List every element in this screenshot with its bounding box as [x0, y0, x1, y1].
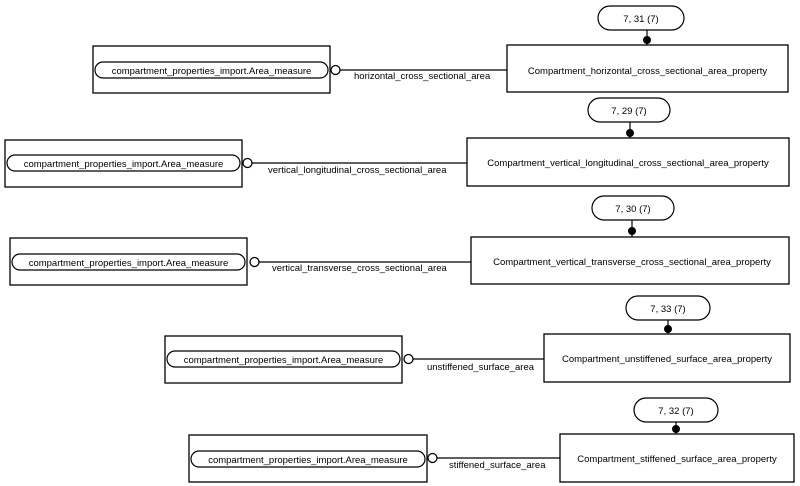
target-entity-label: Compartment_unstiffened_surface_area_pro… — [562, 354, 772, 365]
relation-vertical-transverse-cross-sectional-area: compartment_properties_import.Area_measu… — [9, 195, 790, 286]
target-entity-box[interactable] — [470, 236, 790, 285]
target-entity-label: Compartment_horizontal_cross_sectional_a… — [528, 66, 767, 77]
relation-end-circle — [427, 452, 438, 464]
page-reference-connector-dot — [628, 227, 636, 235]
target-entity-label: Compartment_vertical_transverse_cross_se… — [493, 257, 771, 268]
relation-horizontal-cross-sectional-area: compartment_properties_import.Area_measu… — [92, 5, 789, 94]
target-entity-box[interactable] — [466, 137, 790, 187]
source-type-label: compartment_properties_import.Area_measu… — [208, 455, 408, 466]
page-reference-connector-dot — [643, 36, 651, 44]
page-reference-connector-dot — [672, 425, 680, 433]
target-entity-label: Compartment_vertical_longitudinal_cross_… — [487, 158, 769, 169]
relation-end-circle — [249, 256, 260, 268]
source-type-label-pill — [6, 154, 241, 172]
target-entity-box[interactable] — [506, 44, 789, 93]
attribute-label: horizontal_cross_sectional_area — [354, 71, 491, 82]
relation-end-circle — [403, 353, 414, 365]
page-reference-label: 7, 33 (7) — [650, 304, 685, 315]
target-entity-label: Compartment_stiffened_surface_area_prope… — [577, 454, 777, 465]
page-reference-label: 7, 30 (7) — [615, 204, 650, 215]
source-type-label-pill — [190, 450, 426, 468]
page-reference-label: 7, 31 (7) — [623, 14, 658, 25]
attribute-label: vertical_longitudinal_cross_sectional_ar… — [268, 165, 447, 176]
relation-unstiffened-surface-area: compartment_properties_import.Area_measu… — [164, 295, 791, 384]
attribute-label: unstiffened_surface_area — [427, 362, 535, 373]
page-reference-label: 7, 29 (7) — [611, 106, 646, 117]
page-reference-label: 7, 32 (7) — [658, 406, 693, 417]
target-entity-box[interactable] — [559, 433, 795, 483]
relation-end-circle — [330, 64, 341, 76]
relation-vertical-longitudinal-cross-sectional-area: compartment_properties_import.Area_measu… — [4, 97, 790, 188]
page-reference-pill[interactable] — [597, 5, 685, 31]
source-type-label: compartment_properties_import.Area_measu… — [24, 159, 224, 170]
attribute-label: vertical_transverse_cross_sectional_area — [272, 263, 447, 274]
target-entity-box[interactable] — [543, 333, 791, 383]
source-type-label: compartment_properties_import.Area_measu… — [29, 258, 229, 269]
page-reference-connector-dot — [664, 325, 672, 333]
source-type-label: compartment_properties_import.Area_measu… — [112, 66, 312, 77]
source-type-label-pill — [11, 253, 246, 271]
source-type-label: compartment_properties_import.Area_measu… — [184, 355, 384, 366]
relation-end-circle — [242, 157, 253, 169]
page-reference-pill[interactable] — [587, 97, 671, 123]
relation-stiffened-surface-area: compartment_properties_import.Area_measu… — [188, 397, 795, 483]
page-reference-connector-dot — [626, 129, 634, 137]
source-type-label-pill — [166, 350, 401, 368]
page-reference-pill[interactable] — [591, 195, 675, 221]
source-type-label-pill — [94, 61, 329, 79]
attribute-label: stiffened_surface_area — [449, 460, 546, 471]
